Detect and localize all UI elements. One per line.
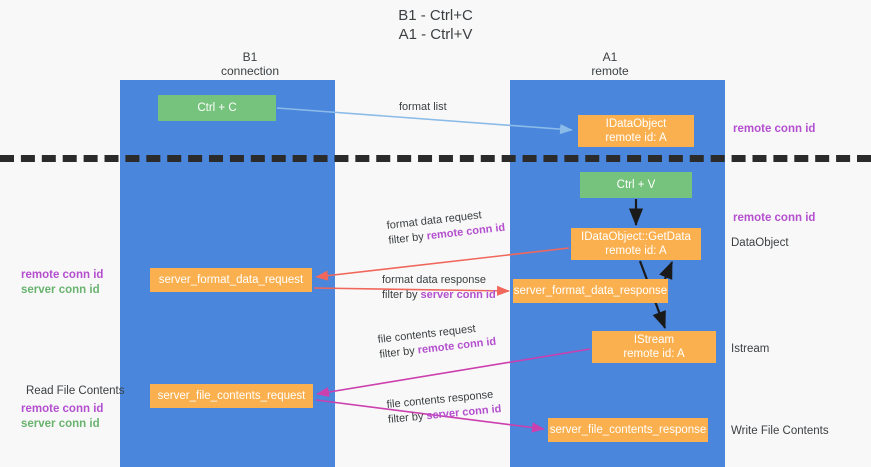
node-idataobject[interactable]: IDataObject remote id: A [578, 115, 694, 147]
node-istream[interactable]: IStream remote id: A [592, 331, 716, 363]
node-server-file-contents-response[interactable]: server_file_contents_response [548, 418, 708, 442]
annotation-left-server-conn-id-2: server conn id [21, 418, 100, 430]
annotation-left-remote-conn-id: remote conn id [21, 269, 104, 281]
arrow-format-list [276, 107, 573, 135]
annotation-istream: Istream [731, 343, 770, 355]
node-ctrl-c[interactable]: Ctrl + C [158, 95, 276, 121]
annotation-left-conn-ids: remote conn id server conn id [21, 268, 103, 298]
edge-label-format-data-response-filter: filter by server conn id [382, 289, 496, 301]
arrow-file-contents-response [315, 399, 545, 433]
edge-label-format-data-response-main: format data response [382, 274, 486, 286]
edge-label-format-list: format list [399, 101, 447, 113]
annotation-left-server-conn-id: server conn id [21, 284, 100, 296]
node-server-format-data-response[interactable]: server_format_data_response [513, 279, 668, 303]
phase-divider [0, 155, 871, 162]
edge-label-format-data-response: format data response filter by server co… [382, 273, 496, 303]
node-idataobject-getdata[interactable]: IDataObject::GetData remote id: A [571, 228, 701, 260]
annotation-remote-conn-id-mid: remote conn id [733, 212, 816, 224]
node-server-file-contents-request[interactable]: server_file_contents_request [150, 384, 313, 408]
column-header-a1: A1 remote [591, 50, 629, 78]
node-ctrl-v[interactable]: Ctrl + V [580, 172, 692, 198]
page-title: B1 - Ctrl+C A1 - Ctrl+V [398, 7, 473, 43]
arrow-format-data-response [313, 285, 510, 296]
annotation-read-file-contents: Read File Contents [26, 385, 125, 397]
annotation-left-conn-ids-2: remote conn id server conn id [21, 402, 103, 432]
arrow-response-to-getdata [659, 260, 674, 280]
annotation-dataobject: DataObject [731, 237, 789, 249]
annotation-left-remote-conn-id-2: remote conn id [21, 403, 104, 415]
annotation-write-file-contents: Write File Contents [731, 425, 829, 437]
annotation-remote-conn-id-top: remote conn id [733, 123, 816, 135]
node-server-format-data-request[interactable]: server_format_data_request [150, 268, 312, 292]
arrow-file-contents-request [316, 348, 591, 398]
arrow-format-data-request [315, 247, 570, 281]
column-header-b1: B1 connection [220, 50, 280, 78]
